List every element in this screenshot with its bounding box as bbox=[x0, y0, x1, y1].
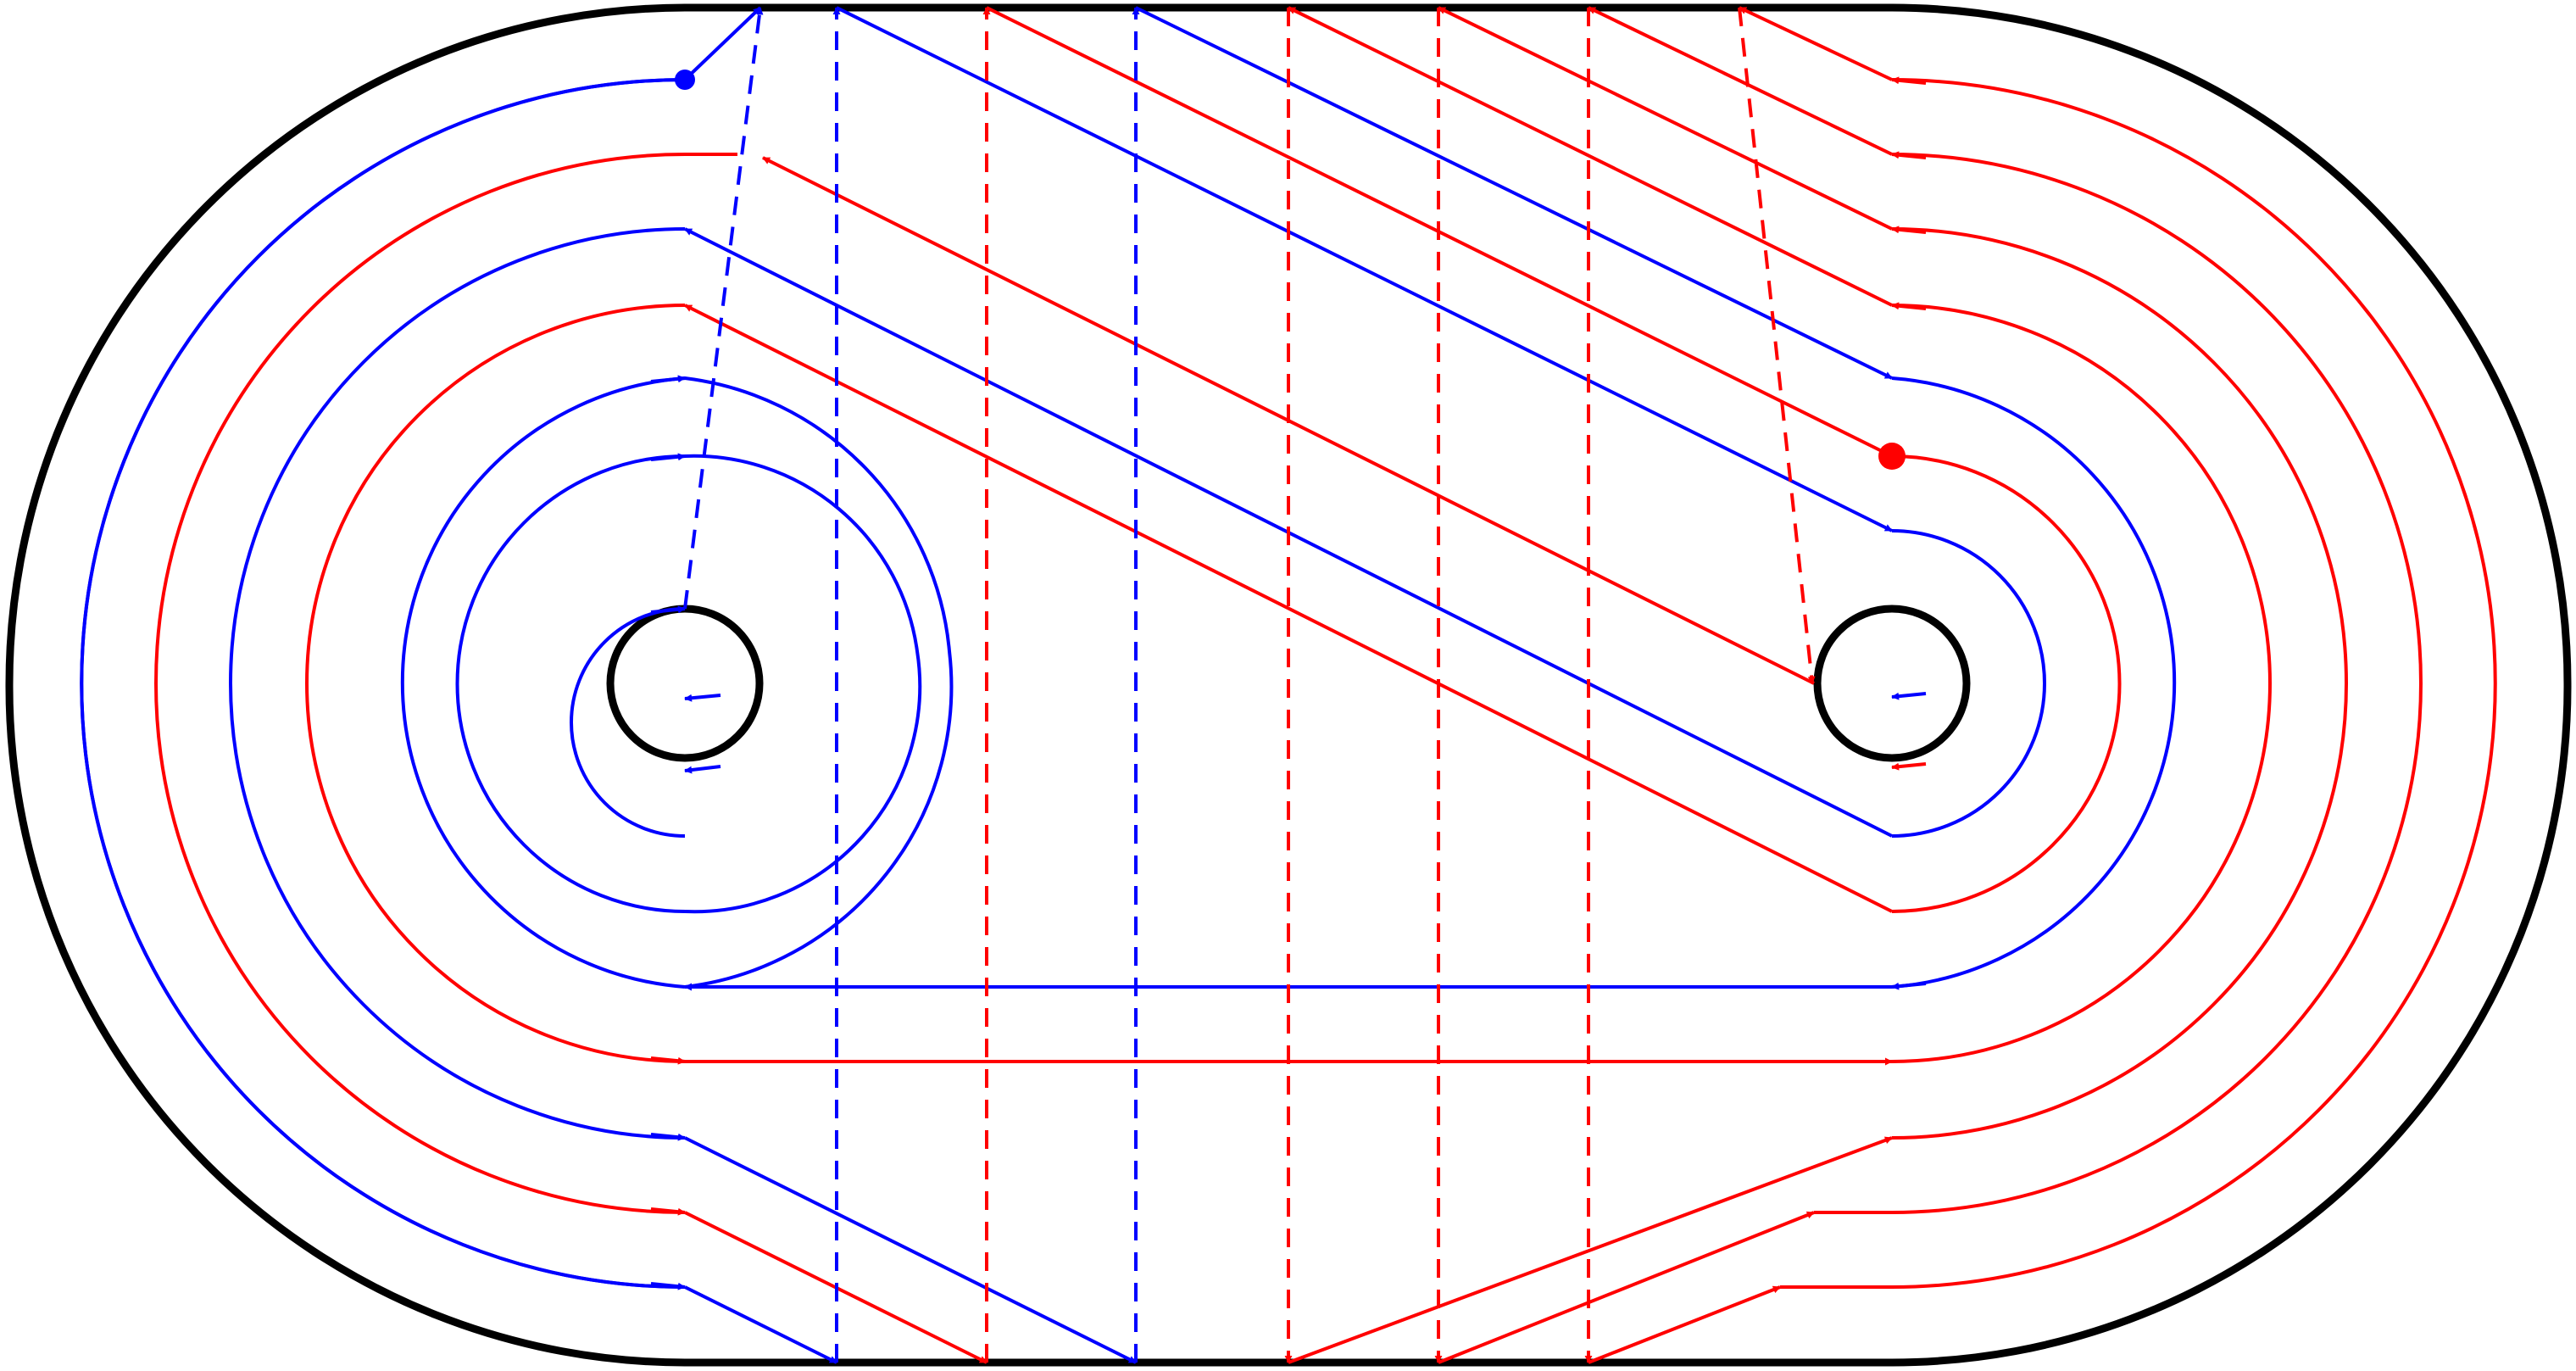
left-arc-red-r446 bbox=[305, 304, 686, 1063]
arrow-right-r360-bottom bbox=[1891, 982, 1927, 990]
diag-red-low-2 bbox=[1288, 1136, 1893, 1364]
right-arc-red-r536 bbox=[1891, 227, 2348, 1140]
arrow-right-r624-top bbox=[1891, 151, 1927, 159]
arrow-left-r268-top bbox=[650, 453, 686, 461]
right-arc-red-r624 bbox=[1814, 153, 2423, 1214]
left-arc-blue-r268 bbox=[455, 454, 922, 914]
left-arc-blue-r360 bbox=[400, 376, 954, 989]
right-hole bbox=[1813, 605, 1971, 762]
dashed-red-slant bbox=[1738, 7, 1816, 684]
diag-red-7 bbox=[1739, 6, 1893, 81]
left-arc-blue-1 bbox=[80, 78, 686, 1289]
arrow-left-r268-end bbox=[684, 694, 721, 702]
arrow-left-inner bbox=[650, 605, 686, 614]
left-hole bbox=[606, 605, 764, 762]
arrow-left-r536-bottom bbox=[650, 1133, 686, 1141]
diag-red-low-4 bbox=[1588, 1285, 1781, 1364]
diag-red-5 bbox=[1438, 6, 1893, 231]
left-arc-red-r624 bbox=[154, 153, 686, 1214]
diag-blue-2 bbox=[836, 6, 1893, 532]
left-arc-blue-inner bbox=[570, 607, 686, 838]
diag-blue-low-2 bbox=[684, 1285, 837, 1364]
right-arc-blue-r360 bbox=[1891, 376, 2177, 989]
right-arc-red-r268 bbox=[1891, 454, 2122, 913]
arrow-right-r446-top bbox=[1891, 302, 1927, 310]
arrow-right-r536-top bbox=[1891, 226, 1927, 234]
arrow-right-r268-bottom bbox=[1891, 762, 1927, 771]
dashed-blue-slant bbox=[683, 7, 764, 610]
arrow-left-r624-bottom bbox=[650, 1207, 686, 1216]
arrow-left-r446-bottom bbox=[650, 1056, 686, 1065]
arrow-right-r180-bottom bbox=[1891, 692, 1927, 700]
diag-blue-low-1 bbox=[684, 1136, 1137, 1364]
red-start-dot bbox=[1878, 443, 1906, 470]
arrow-left-r360-end bbox=[684, 765, 721, 774]
right-arc-blue-r180 bbox=[1891, 529, 2046, 838]
arrow-left-r712-bottom bbox=[650, 1282, 686, 1290]
diag-blue-3 bbox=[1135, 6, 1893, 380]
blue-start-dot bbox=[675, 70, 695, 90]
diag-blue-4 bbox=[683, 6, 762, 81]
outer-boundary bbox=[5, 3, 2572, 1367]
diag-red-6 bbox=[1588, 6, 1893, 156]
diag-red-4 bbox=[1288, 6, 1893, 307]
right-arc-red-r446 bbox=[1891, 304, 2272, 1063]
arrow-left-r360-top bbox=[650, 375, 686, 383]
diag-red-1 bbox=[684, 304, 1893, 913]
arrow-right-r712-top bbox=[1891, 76, 1927, 85]
left-arc-blue-r712 bbox=[80, 78, 686, 1289]
diag-red-low-3 bbox=[1438, 1211, 1815, 1364]
left-arc-blue-r536 bbox=[229, 227, 686, 1140]
right-arc-red-r712 bbox=[1780, 78, 2497, 1289]
